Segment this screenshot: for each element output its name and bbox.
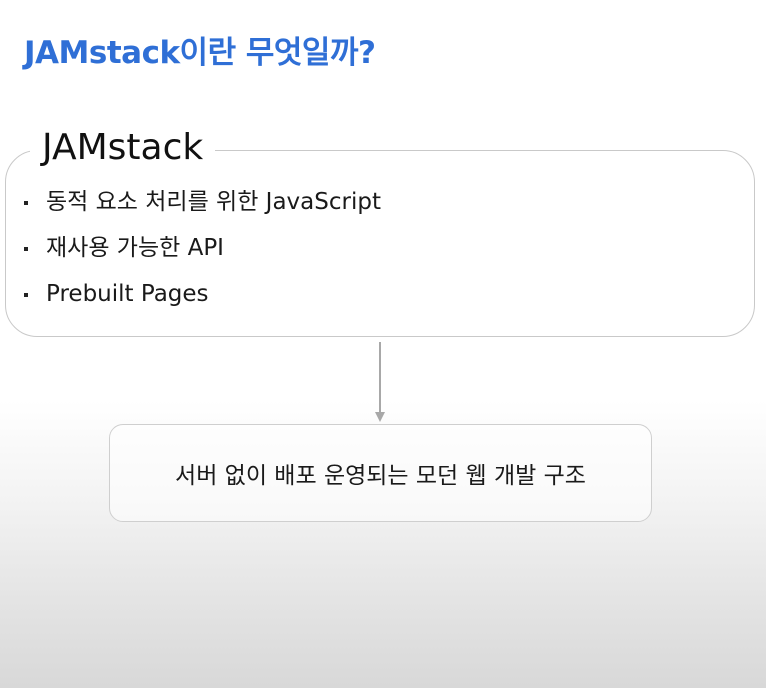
- feature-text: Prebuilt Pages: [46, 281, 209, 307]
- jamstack-box: [5, 150, 755, 337]
- slide-title: JAMstack이란 무엇일까?: [24, 35, 376, 71]
- jamstack-label: JAMstack: [30, 126, 216, 170]
- bullet-icon: [24, 293, 28, 297]
- bullet-icon: [24, 201, 28, 205]
- result-box: 서버 없이 배포 운영되는 모던 웹 개발 구조: [109, 424, 652, 522]
- result-text: 서버 없이 배포 운영되는 모던 웹 개발 구조: [175, 463, 586, 489]
- feature-text: 재사용 가능한 API: [46, 235, 224, 261]
- feature-text: 동적 요소 처리를 위한 JavaScript: [46, 189, 381, 215]
- bullet-icon: [24, 247, 28, 251]
- arrow-down-icon: [375, 342, 385, 422]
